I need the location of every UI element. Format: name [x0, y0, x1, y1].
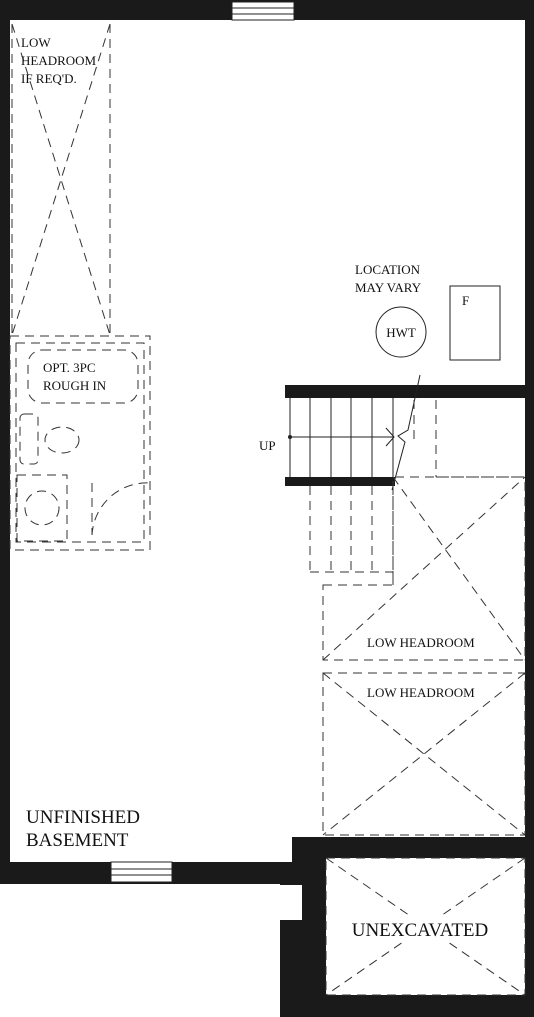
- stairs-up-label: UP: [259, 438, 276, 453]
- opt-bathroom: [9, 335, 151, 551]
- opt-bath-line1: OPT. 3PC: [43, 360, 96, 375]
- shower: [16, 474, 68, 542]
- low-headroom-1-label: LOW HEADROOM: [367, 635, 475, 650]
- window-top: [231, 1, 295, 21]
- location-note-line2: MAY VARY: [355, 280, 422, 295]
- low-headroom-2-label: LOW HEADROOM: [367, 685, 475, 700]
- window-bottom: [110, 861, 173, 883]
- bathtub: [27, 349, 139, 404]
- hwt-tank: [375, 306, 427, 358]
- furnace-label: F: [462, 293, 469, 308]
- toilet: [44, 426, 80, 454]
- basement-label-line1: UNFINISHED: [26, 807, 140, 828]
- unexcavated-label: UNEXCAVATED: [352, 920, 489, 941]
- hwt-label: HWT: [386, 325, 416, 340]
- text-labels: LOW HEADROOM IF REQ'D. LOCATION MAY VARY…: [21, 35, 490, 942]
- shower-drain: [24, 490, 60, 526]
- low-headroom-corner-line3: IF REQ'D.: [21, 71, 77, 86]
- sink: [19, 413, 39, 465]
- low-headroom-corner-line2: HEADROOM: [21, 53, 97, 68]
- break-line: [391, 374, 421, 491]
- location-note-line1: LOCATION: [355, 262, 421, 277]
- stair-wall-top: [285, 385, 525, 398]
- basement-label-line2: BASEMENT: [26, 830, 129, 851]
- low-headroom-zone-2: [322, 672, 526, 836]
- stair-wall-bottom: [285, 477, 395, 486]
- opt-bath-line2: ROUGH IN: [43, 378, 107, 393]
- low-headroom-corner-line1: LOW: [21, 35, 51, 50]
- low-headroom-zone-1: [322, 476, 526, 661]
- low-headroom-corner-zone: [11, 23, 111, 336]
- stair-arrow: [385, 427, 395, 447]
- door-swing: [91, 482, 151, 536]
- furnace-box: [449, 285, 501, 361]
